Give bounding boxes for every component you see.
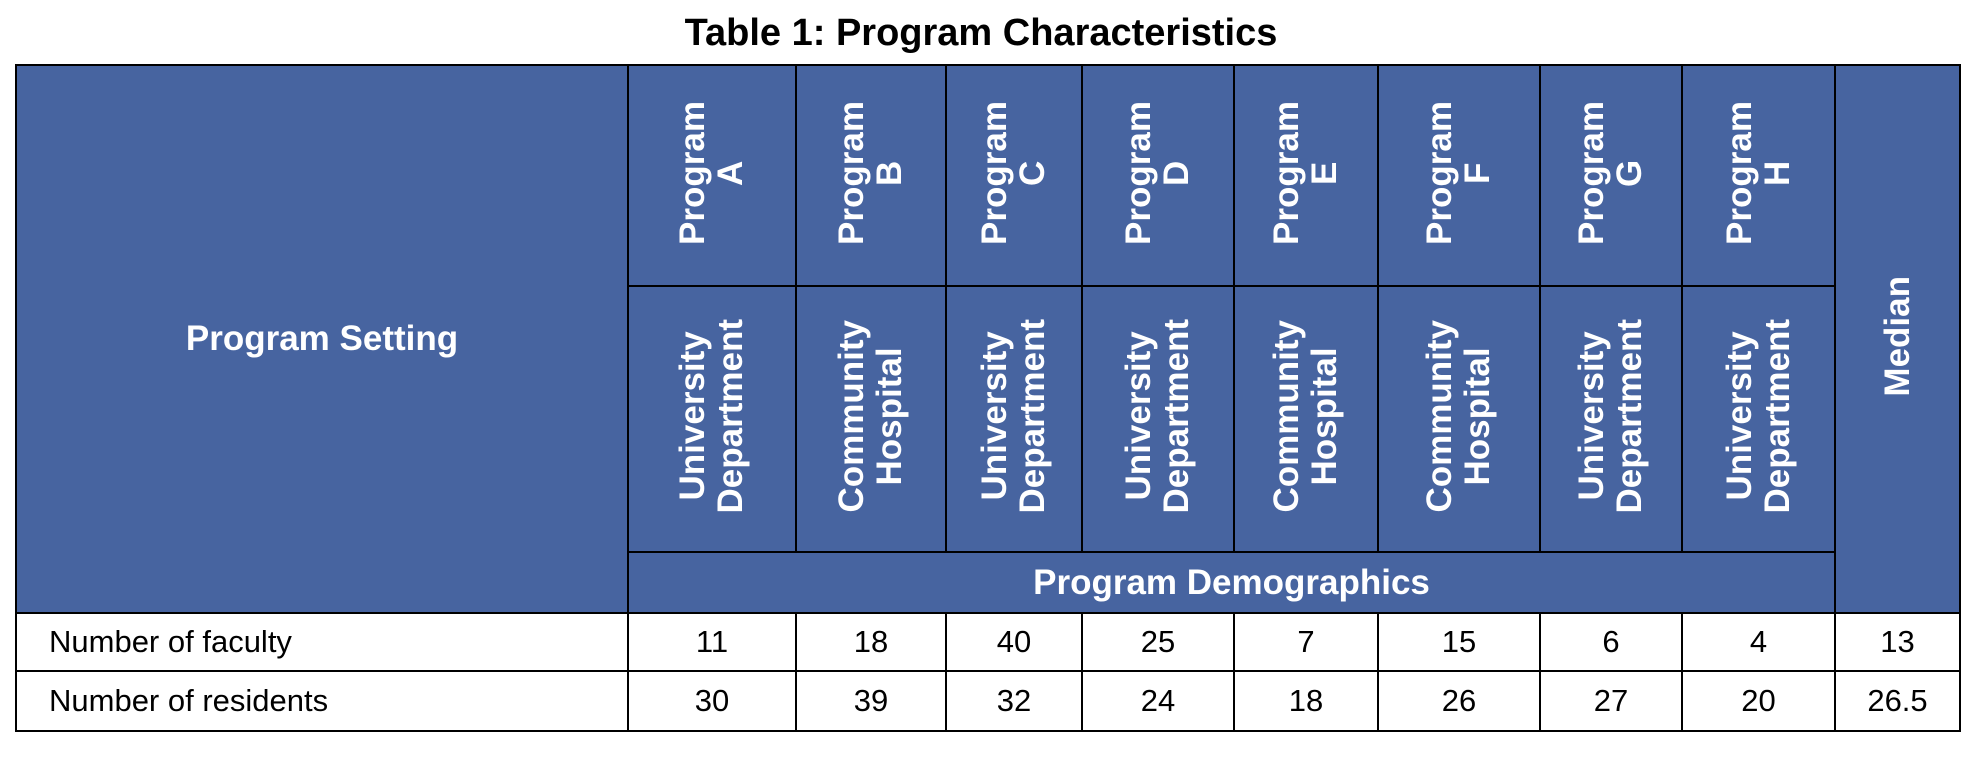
residents-program-d: 24 [1081,670,1235,732]
table-title: Table 1: Program Characteristics [684,12,1278,54]
program-setting-header: Program Setting [15,64,629,614]
faculty-program-b: 18 [795,612,947,672]
faculty-median: 13 [1834,612,1961,672]
residents-program-b: 39 [795,670,947,732]
faculty-program-c: 40 [945,612,1083,672]
residents-program-h: 20 [1681,670,1836,732]
faculty-program-h: 4 [1681,612,1836,672]
faculty-program-e: 7 [1233,612,1379,672]
table-row: Number of residents 30 39 32 24 18 26 27… [15,670,1961,732]
residents-median: 26.5 [1834,670,1961,732]
row-label: Number of faculty [15,612,629,672]
table-row: Number of faculty 11 18 40 25 7 15 6 4 1… [15,612,1961,672]
row-label: Number of residents [15,670,629,732]
faculty-program-g: 6 [1539,612,1683,672]
program-demographics-header: Program Demographics [627,551,1836,614]
residents-program-g: 27 [1539,670,1683,732]
faculty-program-f: 15 [1377,612,1541,672]
faculty-program-a: 11 [627,612,797,672]
residents-program-f: 26 [1377,670,1541,732]
median-header: Median [1834,64,1961,614]
residents-program-c: 32 [945,670,1083,732]
residents-program-e: 18 [1233,670,1379,732]
faculty-program-d: 25 [1081,612,1235,672]
residents-program-a: 30 [627,670,797,732]
